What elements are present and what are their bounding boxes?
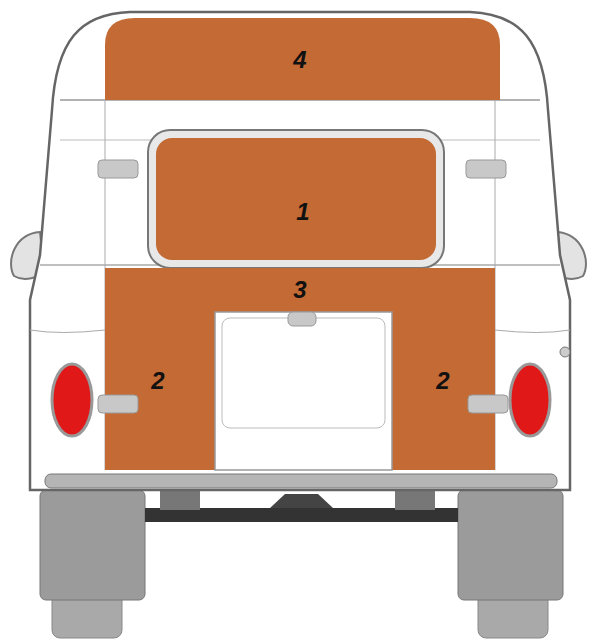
number-plate — [222, 318, 385, 428]
window-frame — [148, 130, 444, 268]
underframe — [145, 508, 458, 522]
mudflap — [40, 490, 145, 600]
fuel-cap — [560, 347, 570, 357]
window-panel — [156, 138, 436, 260]
tow-hitch — [270, 494, 333, 508]
tail-light — [510, 364, 550, 436]
latch — [98, 395, 138, 413]
callout-number: 3 — [293, 278, 306, 302]
roof-panel — [105, 18, 500, 100]
latch — [468, 395, 508, 413]
lower-panel — [105, 268, 495, 470]
bumper — [45, 474, 557, 488]
mudflap — [458, 490, 563, 600]
tail-light — [52, 364, 92, 436]
callout-number: 1 — [296, 200, 309, 224]
callout-number: 4 — [293, 48, 306, 72]
hinge — [466, 160, 506, 178]
callout-number: 2 — [436, 369, 449, 393]
plate-area — [215, 312, 392, 470]
plate-light — [288, 312, 316, 326]
hinge — [98, 160, 138, 178]
callout-number: 2 — [151, 369, 164, 393]
van-body — [30, 12, 570, 490]
